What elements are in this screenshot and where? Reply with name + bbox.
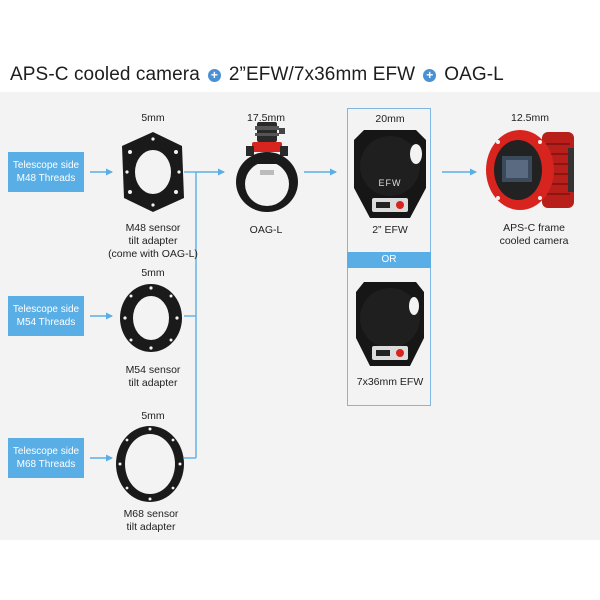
- m68-adapter-label: M68 sensor tilt adapter: [102, 508, 200, 534]
- telescope-side-label: Telescope side: [12, 446, 80, 457]
- m54-tilt-adapter-image: [120, 284, 182, 352]
- efw-7x36mm-image: [356, 282, 424, 366]
- camera-label: APS-C frame cooled camera: [486, 222, 582, 248]
- m48-tilt-adapter-image: [122, 132, 184, 212]
- aps-c-camera-image: [486, 130, 574, 210]
- adapter-name: M48 sensor: [125, 222, 181, 234]
- thickness-m48: 5mm: [141, 112, 165, 124]
- title-camera: APS-C cooled camera: [10, 64, 200, 85]
- or-separator: OR: [347, 252, 431, 268]
- efw-printed-text: EFW: [378, 178, 402, 188]
- efw-7x36mm-label: 7x36mm EFW: [356, 376, 424, 388]
- title-bar: APS-C cooled camera + 2”EFW/7x36mm EFW +…: [10, 60, 504, 90]
- telescope-side-m48: Telescope side M48 Threads: [8, 152, 84, 192]
- adapter-name: M68 sensor: [123, 508, 179, 520]
- camera-type: cooled camera: [499, 235, 569, 247]
- thickness-m68: 5mm: [141, 410, 165, 422]
- m54-adapter-label: M54 sensor tilt adapter: [104, 364, 202, 390]
- telescope-side-label: Telescope side: [12, 304, 80, 315]
- thickness-oag: 17.5mm: [247, 112, 285, 124]
- title-efw: 2”EFW/7x36mm EFW: [228, 64, 416, 85]
- adapter-type: tilt adapter: [126, 521, 176, 533]
- header: APS-C cooled camera + 2”EFW/7x36mm EFW +…: [0, 0, 600, 92]
- oag-l-image: [236, 122, 298, 212]
- bottom-margin: [0, 540, 600, 600]
- thread-label: M48 Threads: [16, 173, 76, 184]
- camera-name: APS-C frame: [503, 222, 565, 234]
- plus-icon: +: [207, 68, 221, 82]
- adapter-type: tilt adapter: [128, 377, 178, 389]
- efw-2inch-image: [354, 130, 426, 218]
- title-oag: OAG-L: [444, 64, 504, 85]
- adapter-type: tilt adapter: [128, 235, 178, 247]
- plus-icon: +: [423, 68, 437, 82]
- oag-label: OAG-L: [249, 224, 283, 236]
- thickness-efw: 20mm: [375, 113, 405, 125]
- thickness-camera: 12.5mm: [511, 112, 549, 124]
- m48-adapter-label: M48 sensor tilt adapter (come with OAG-L…: [104, 222, 202, 261]
- telescope-side-m68: Telescope side M68 Threads: [8, 438, 84, 478]
- thickness-m54: 5mm: [141, 267, 165, 279]
- m68-tilt-adapter-image: [116, 426, 184, 502]
- telescope-side-m54: Telescope side M54 Threads: [8, 296, 84, 336]
- adapter-name: M54 sensor: [125, 364, 181, 376]
- adapter-note: (come with OAG-L): [108, 248, 198, 260]
- telescope-side-label: Telescope side: [12, 160, 80, 171]
- thread-label: M68 Threads: [16, 459, 76, 470]
- thread-label: M54 Threads: [16, 317, 76, 328]
- efw-2inch-label: 2” EFW: [372, 224, 408, 236]
